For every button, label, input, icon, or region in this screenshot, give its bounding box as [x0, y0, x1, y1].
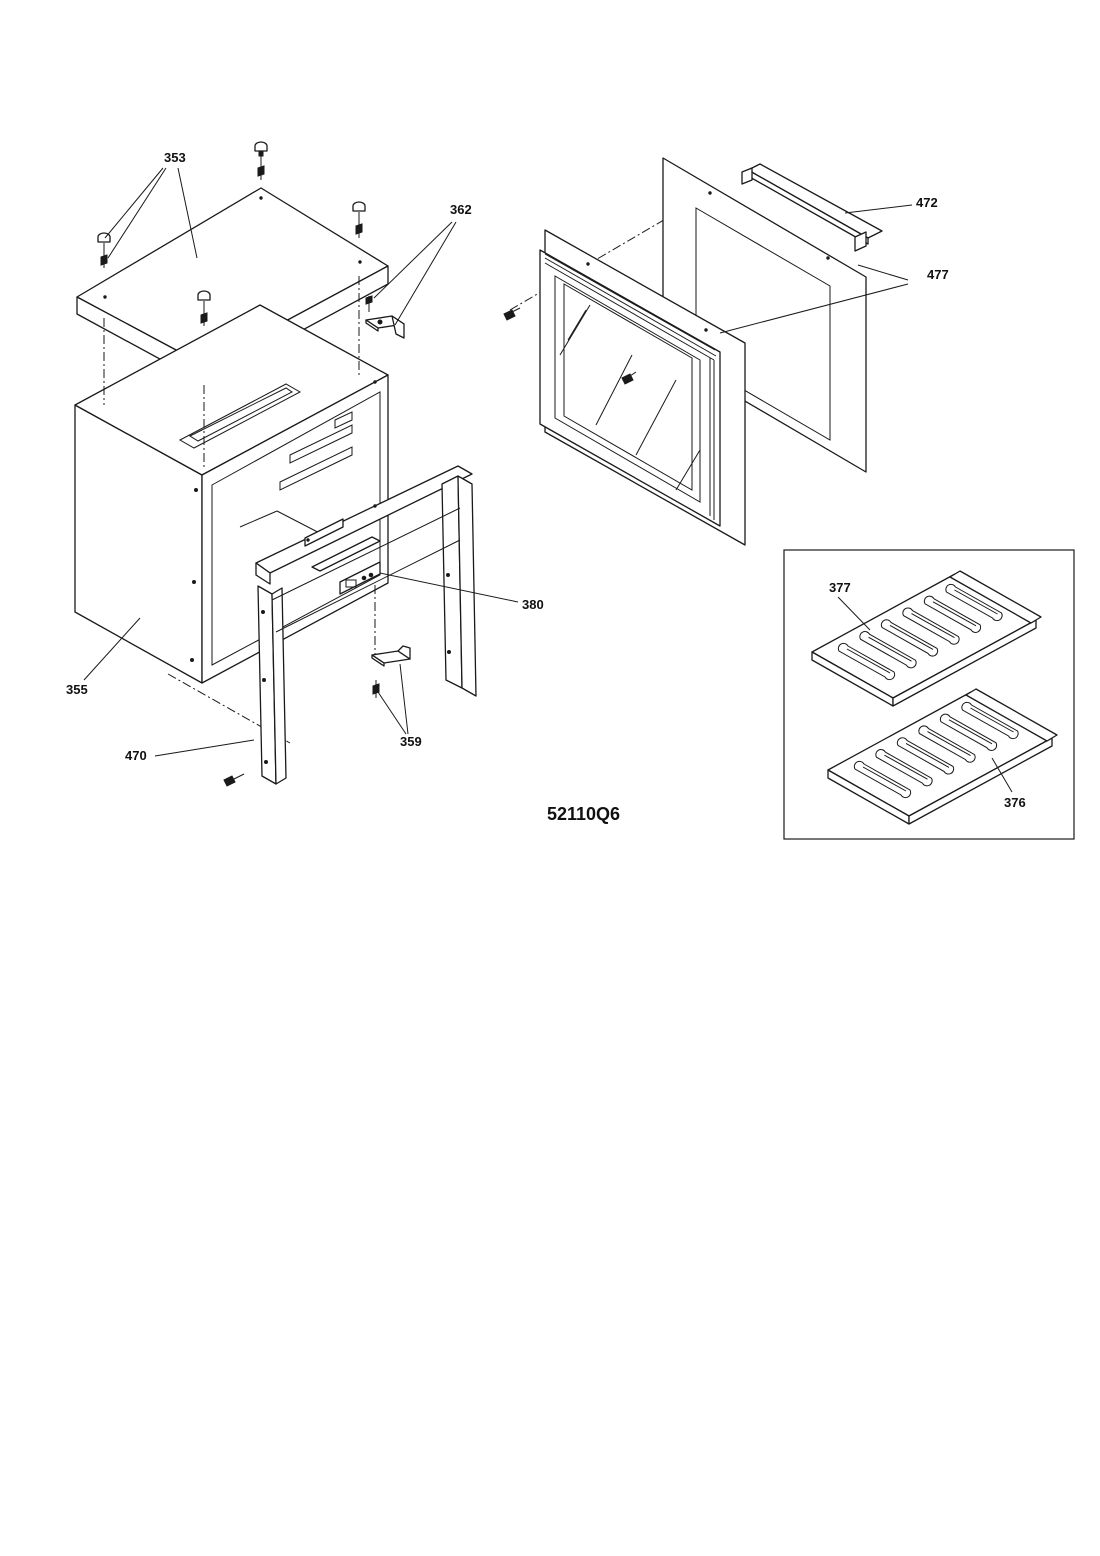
shelf-slot — [923, 595, 982, 633]
shelf-slot — [902, 607, 960, 645]
shelf-slot — [880, 619, 939, 657]
door-screws — [503, 307, 637, 385]
shelf-slot — [918, 725, 976, 763]
shelf-slot — [896, 737, 955, 775]
frame-screw — [223, 773, 245, 787]
callout-472: 472 — [916, 195, 938, 210]
shelf-slot — [945, 583, 1003, 622]
shelf-slot-inner — [846, 648, 891, 674]
callout-355: 355 — [66, 682, 88, 697]
plug-3 — [97, 232, 111, 268]
shelf-slot-inner — [948, 719, 993, 745]
leader-lines — [83, 167, 1013, 793]
callout-359: 359 — [400, 734, 422, 749]
plug-4 — [197, 290, 211, 326]
plug-screws — [97, 141, 366, 326]
hinge-top — [365, 295, 405, 339]
shelf-slot-inner — [970, 707, 1014, 733]
door-handle — [741, 163, 883, 252]
shelf-slot-inner — [927, 731, 971, 757]
callout-380: 380 — [522, 597, 544, 612]
shelf-slot-inner — [932, 601, 977, 627]
door-frame — [539, 229, 746, 546]
shelf-slot — [875, 749, 933, 787]
drawing-code: 52110Q6 — [547, 804, 620, 824]
shelf-slot-inner — [884, 754, 928, 780]
shelf-slot — [939, 713, 998, 751]
shelf-376 — [827, 688, 1058, 825]
shelf-inset-frame — [783, 549, 1075, 840]
callout-362: 362 — [450, 202, 472, 217]
shelf-slot — [859, 631, 917, 669]
shelf-slot — [961, 701, 1019, 740]
callout-470: 470 — [125, 748, 147, 763]
plug-2 — [352, 201, 366, 238]
shelf-377 — [811, 570, 1042, 707]
plug-1 — [254, 141, 268, 180]
callout-376: 376 — [1004, 795, 1026, 810]
callout-labels: 353 362 472 477 380 355 470 359 377 376 … — [66, 150, 1026, 824]
shelf-slot — [853, 760, 912, 799]
hinge-bottom — [371, 645, 411, 698]
shelf-slot-inner — [868, 636, 912, 662]
shelf-slot-inner — [862, 766, 907, 792]
door-back-panel — [662, 157, 867, 473]
shelf-slot-inner — [905, 742, 950, 768]
callout-377: 377 — [829, 580, 851, 595]
shelf-slot-inner — [889, 624, 934, 650]
shelf-slot-inner — [911, 613, 955, 639]
front-frame — [255, 465, 477, 785]
callout-353: 353 — [164, 150, 186, 165]
callout-477: 477 — [927, 267, 949, 282]
shelf-slot — [837, 642, 896, 681]
cabinet-body — [74, 304, 389, 684]
shelf-slot-inner — [954, 589, 998, 615]
